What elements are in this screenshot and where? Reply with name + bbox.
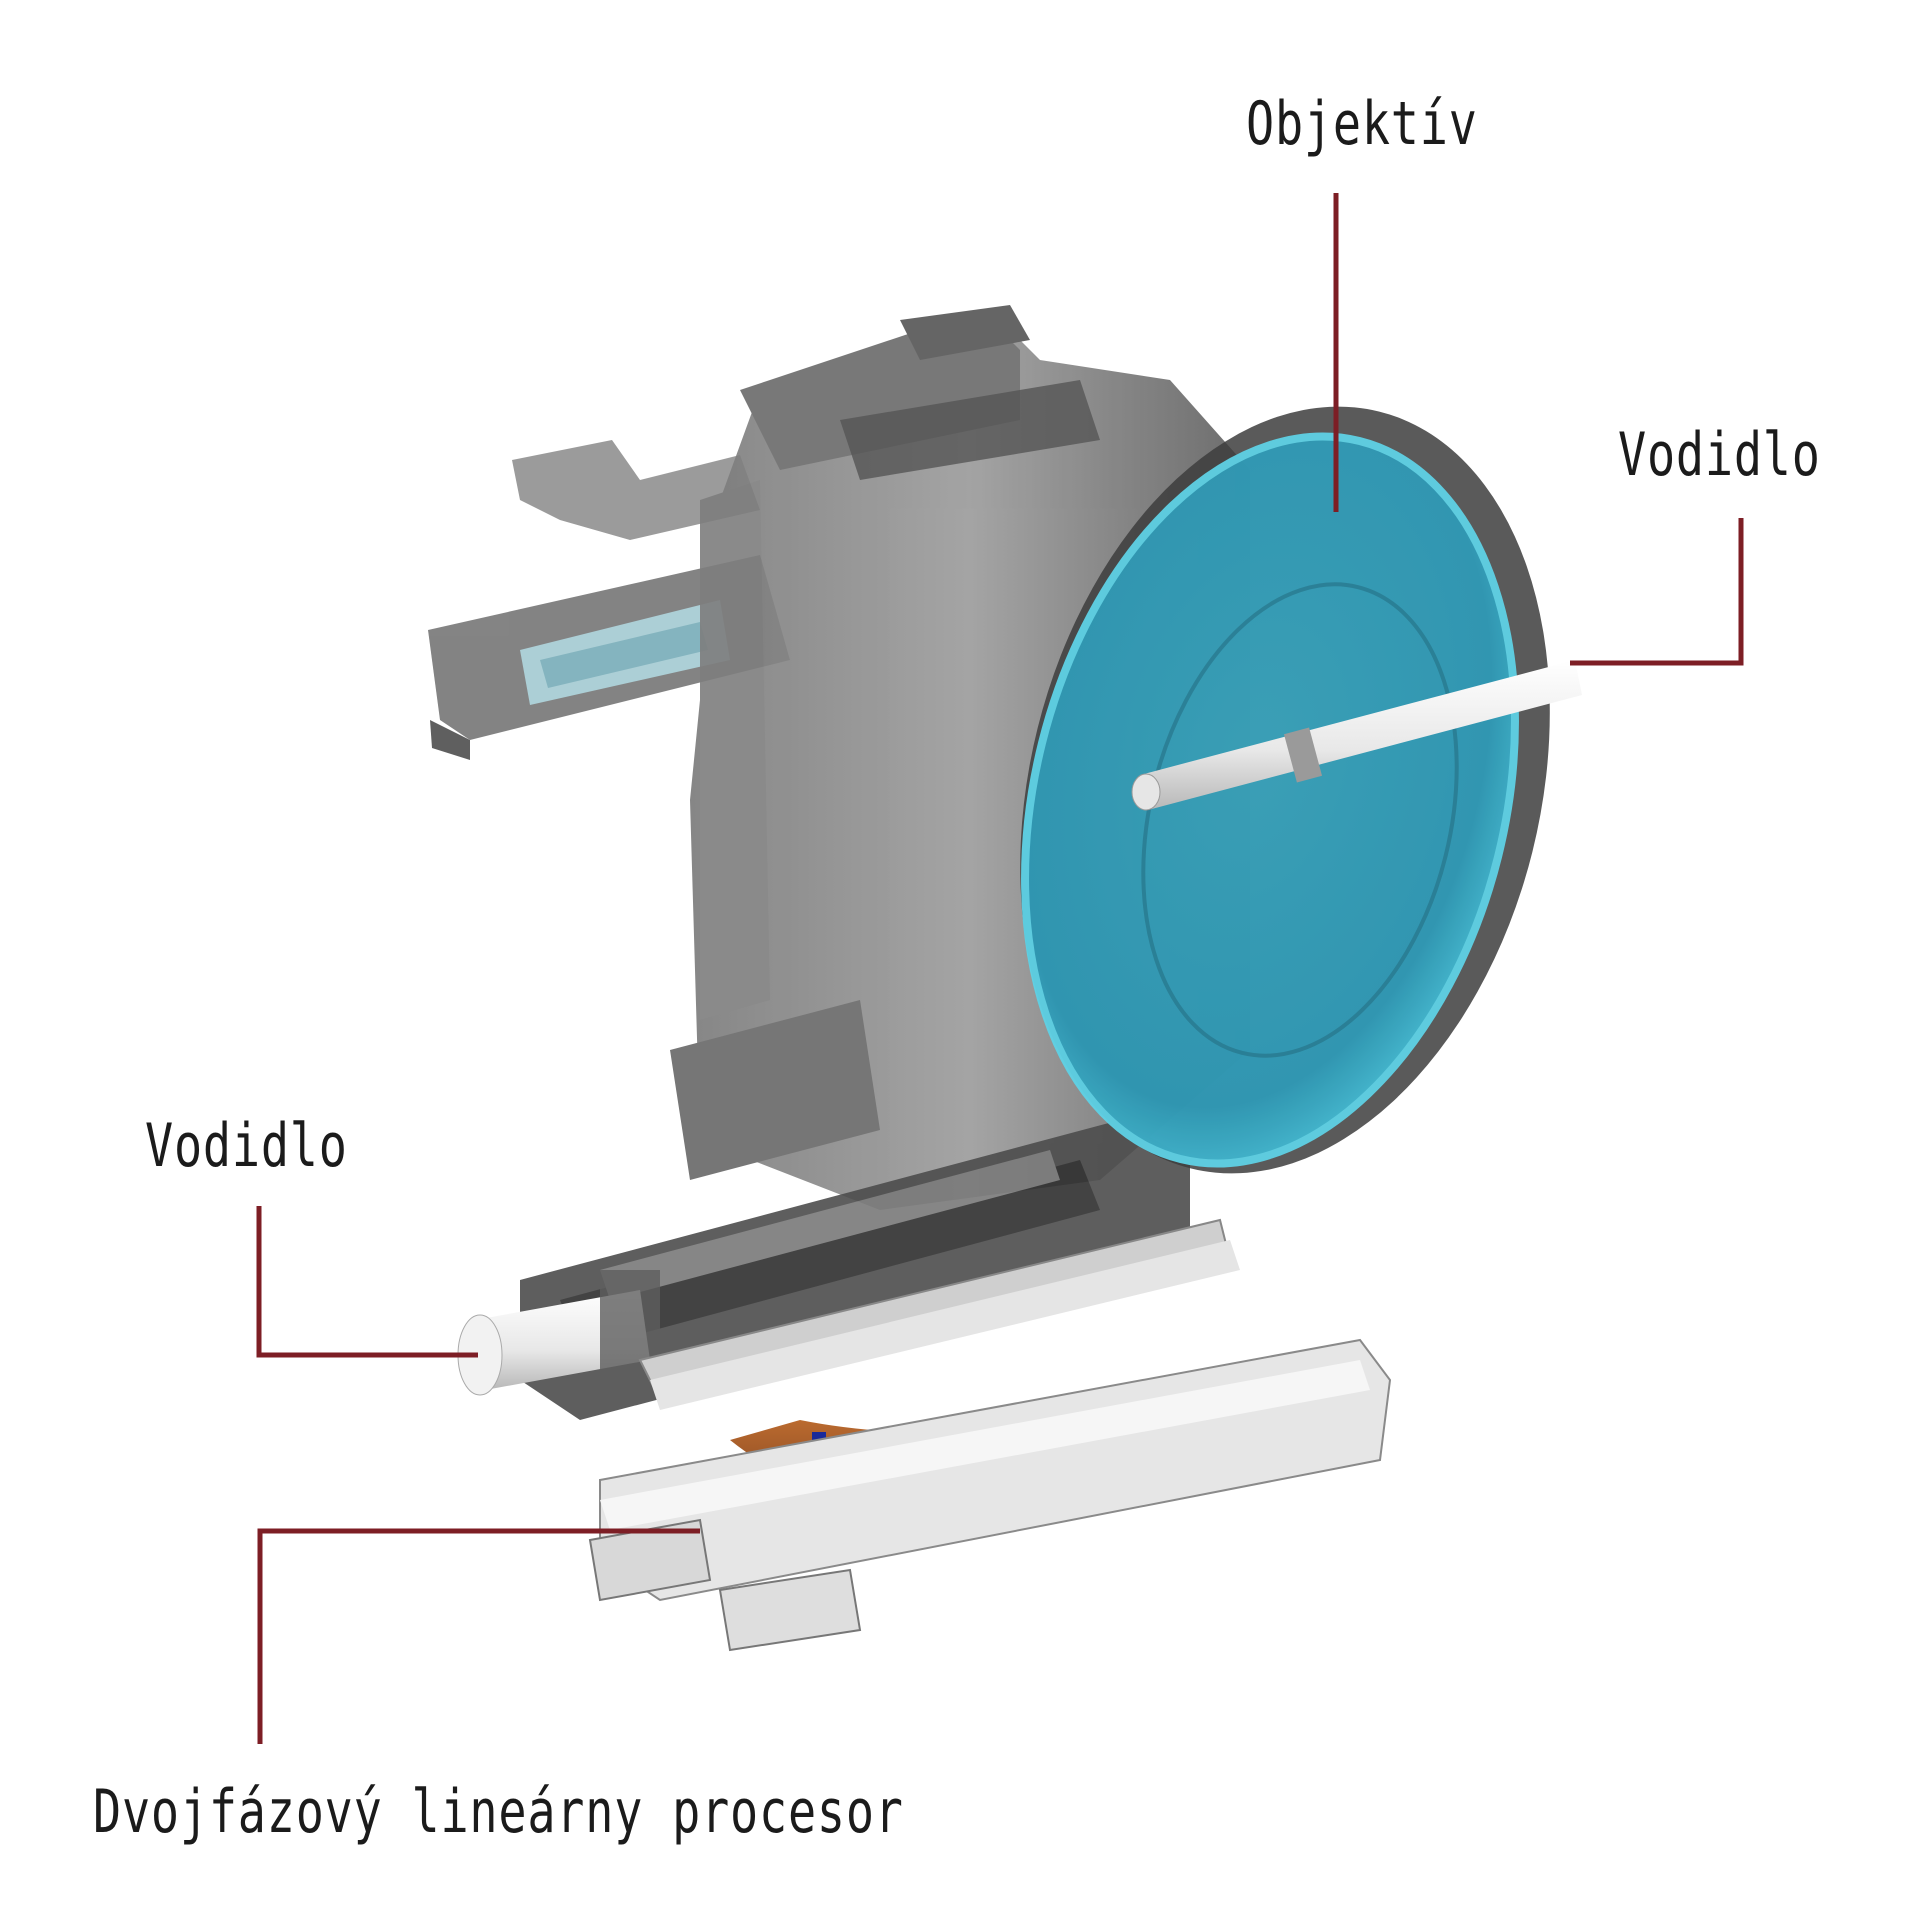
leader-line-vodidlo-left xyxy=(256,1206,478,1358)
lower-guide-rod xyxy=(457,1270,660,1396)
processor-label: Dvojfázový lineárny procesor xyxy=(93,1777,904,1847)
lens-barrel-housing xyxy=(670,305,1250,1210)
lens-glass xyxy=(1021,432,1519,1168)
linear-processor xyxy=(588,1218,1392,1652)
leader-lines xyxy=(256,193,1744,1744)
upper-bracket xyxy=(428,440,790,760)
upper-guide-rod xyxy=(1131,660,1582,811)
vodidlo-right-label: Vodidlo xyxy=(1618,420,1821,490)
leader-line-processor xyxy=(257,1528,700,1744)
leader-line-vodidlo-right xyxy=(1570,518,1744,666)
objektiv-label: Objektív xyxy=(1246,89,1478,159)
vodidlo-left-label: Vodidlo xyxy=(145,1111,348,1181)
lower-rod-assembly xyxy=(520,1120,1190,1420)
